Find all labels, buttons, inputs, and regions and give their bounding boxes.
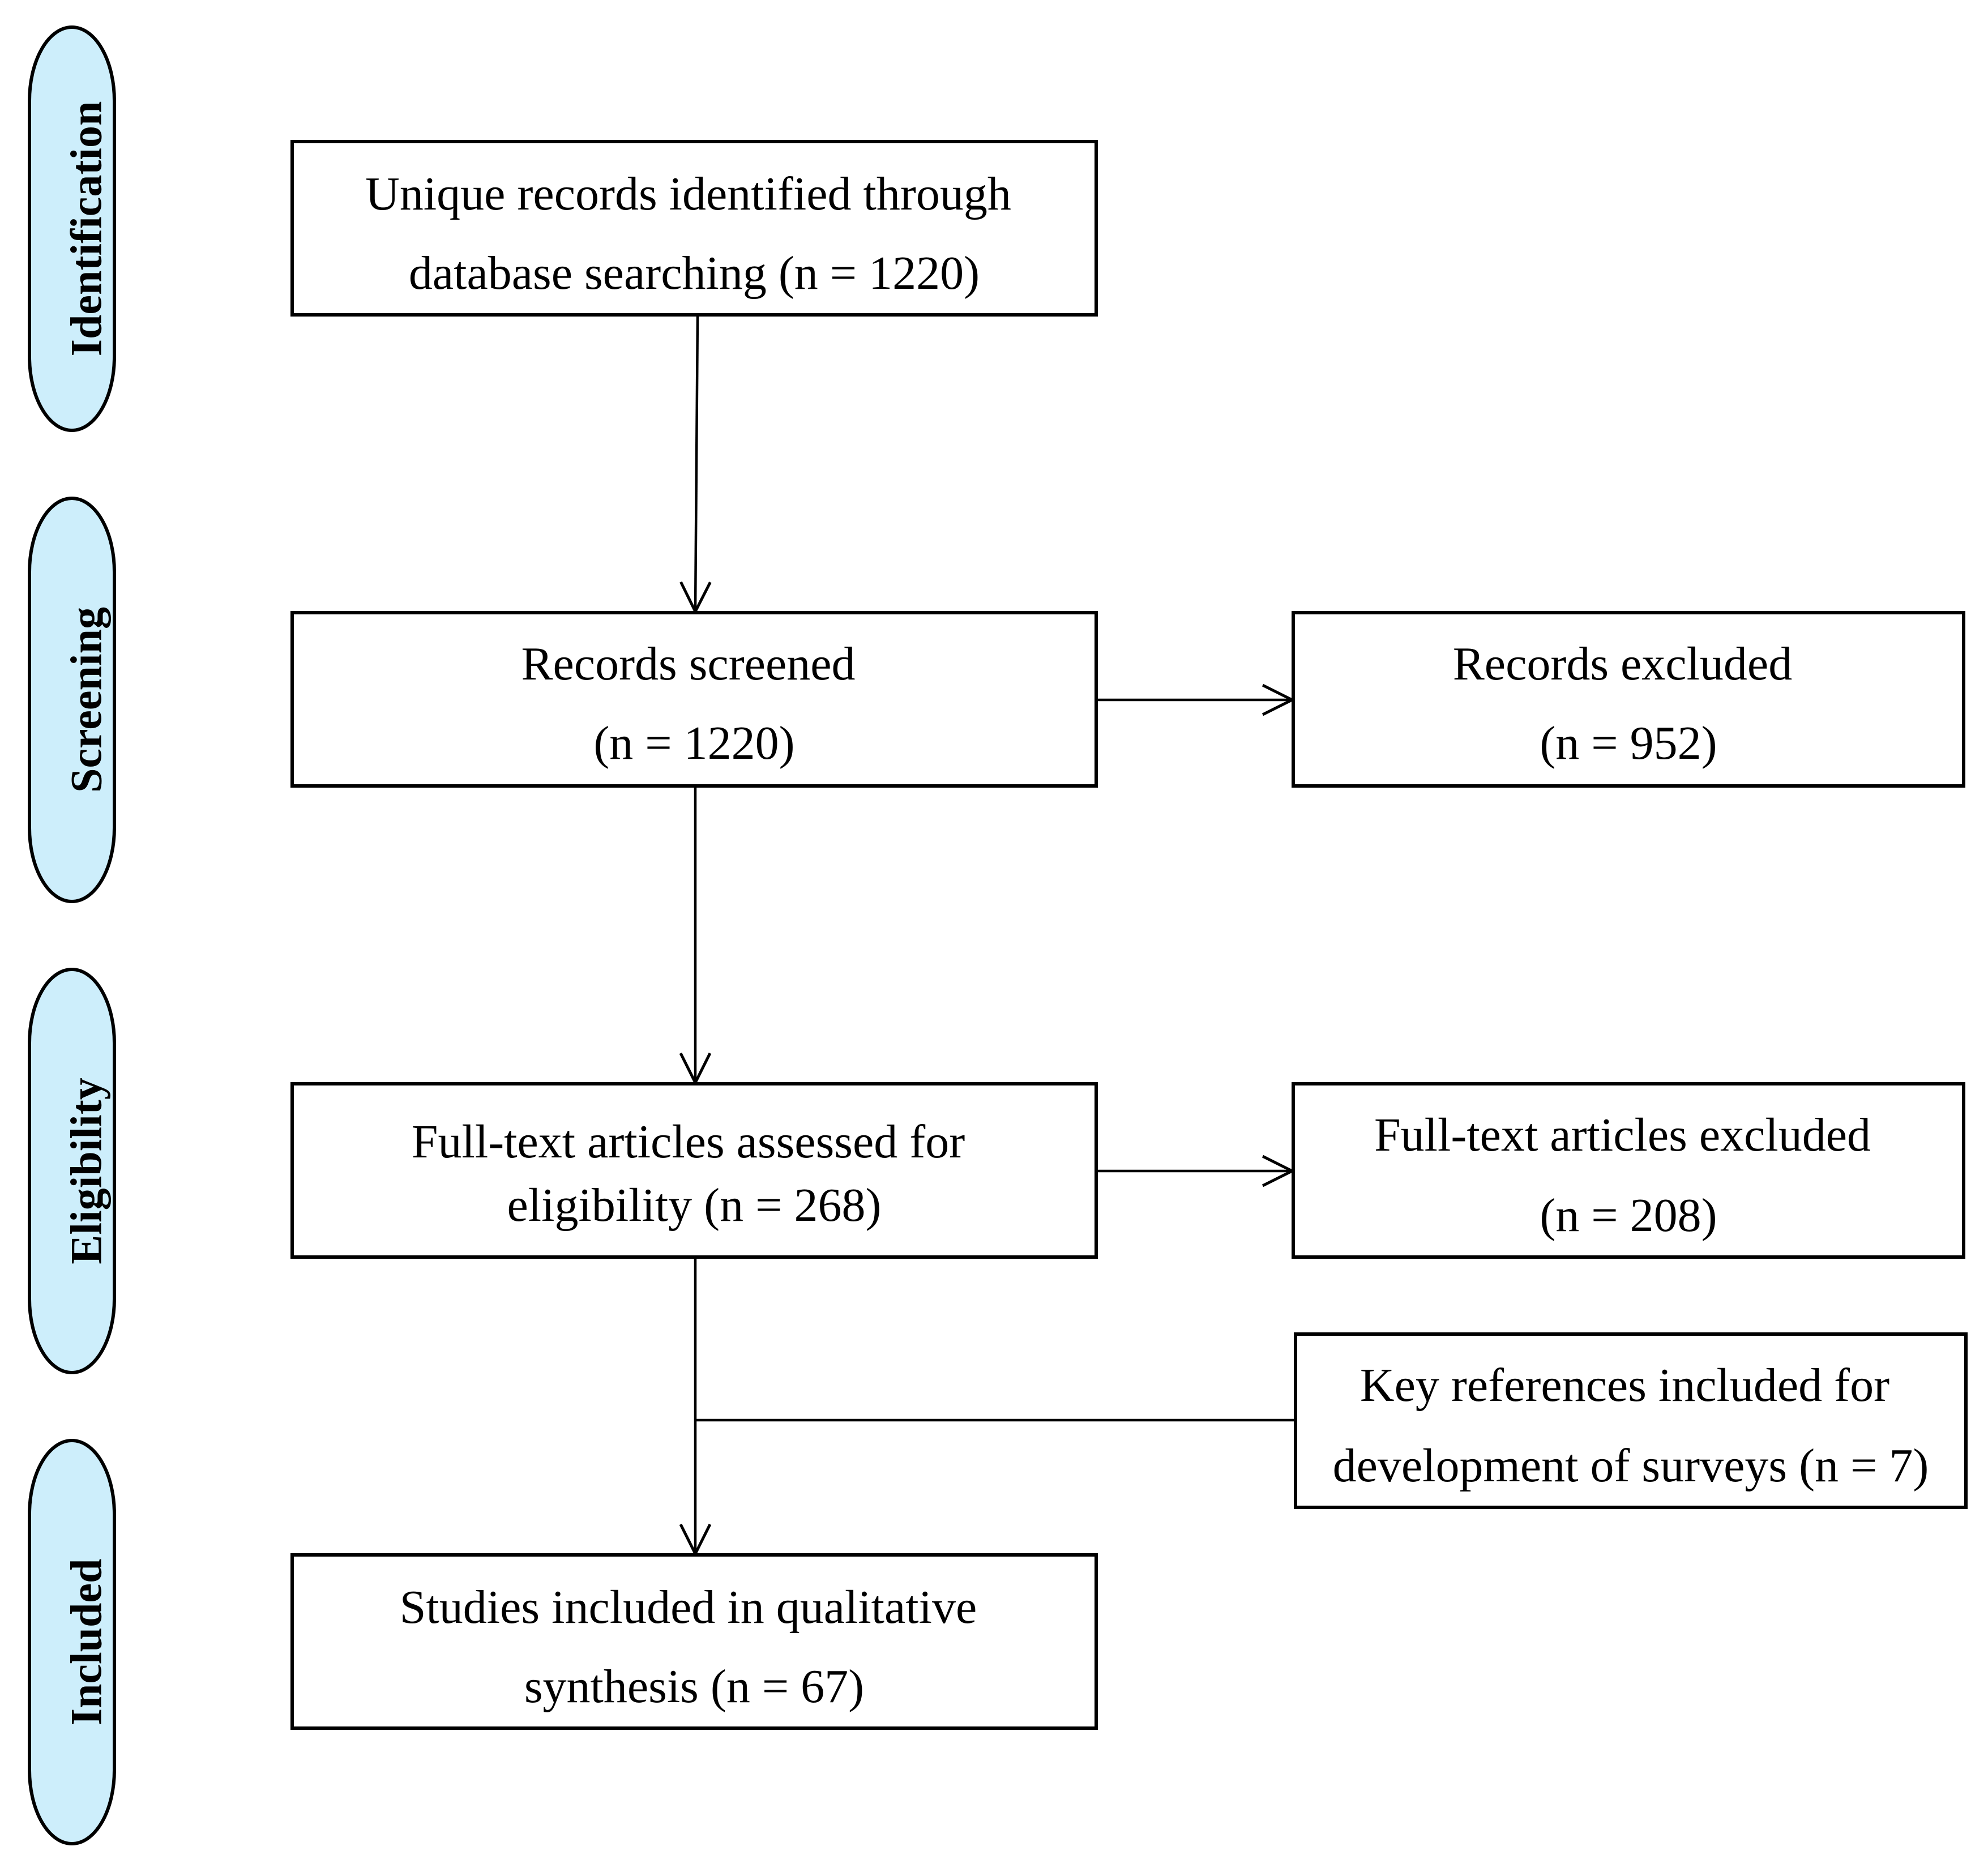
arrow-identified-to-screened (695, 315, 698, 612)
box-fulltext-assessed-line-2: eligibility (n = 268) (507, 1179, 882, 1232)
box-records-identified-line-2: database searching (n = 1220) (409, 247, 980, 300)
box-fulltext-assessed: Full-text articles assessed for eligibil… (290, 1082, 1098, 1259)
box-studies-included-text: Studies included in qualitative synthesi… (400, 1581, 989, 1713)
box-key-references: Key references included for development … (1294, 1332, 1968, 1509)
box-records-excluded-frame (1292, 611, 1965, 788)
box-records-identified-line-1: Unique records identified through (365, 168, 1011, 220)
box-records-excluded: Records excluded (n = 952) (1292, 611, 1965, 788)
box-key-references-line-2: development of surveys (n = 7) (1333, 1439, 1929, 1492)
phase-screening: Screening (28, 497, 116, 903)
phase-identification: Identification (28, 25, 116, 432)
box-studies-included-line-1: Studies included in qualitative (400, 1581, 977, 1634)
box-records-screened-text: Records screened (n = 1220) (521, 638, 867, 770)
phase-screening-pill (28, 497, 116, 903)
box-records-identified: Unique records identified through databa… (290, 140, 1098, 317)
box-records-screened-line-2: (n = 1220) (593, 717, 794, 770)
phase-included-pill (28, 1439, 116, 1845)
box-fulltext-assessed-frame (290, 1082, 1098, 1259)
box-fulltext-excluded-line-2: (n = 208) (1540, 1189, 1717, 1242)
box-records-excluded-text: Records excluded (n = 952) (1453, 638, 1804, 770)
box-records-excluded-line-2: (n = 952) (1540, 717, 1717, 770)
box-key-references-line-1: Key references included for (1360, 1359, 1889, 1412)
box-records-identified-frame (290, 140, 1098, 317)
phase-identification-label: Identification (62, 101, 111, 357)
box-records-screened: Records screened (n = 1220) (290, 611, 1098, 788)
box-fulltext-excluded: Full-text articles excluded (n = 208) (1292, 1082, 1965, 1259)
box-key-references-text: Key references included for development … (1333, 1359, 1929, 1492)
box-fulltext-assessed-line-1: Full-text articles assessed for (412, 1115, 965, 1168)
box-studies-included-line-2: synthesis (n = 67) (524, 1660, 864, 1713)
phase-screening-label: Screening (62, 607, 111, 793)
box-fulltext-excluded-text: Full-text articles excluded (n = 208) (1374, 1109, 1883, 1242)
phase-identification-pill (28, 25, 116, 432)
box-fulltext-assessed-text: Full-text articles assessed for eligibil… (412, 1115, 977, 1232)
phase-included: Included (28, 1439, 116, 1845)
box-records-excluded-line-1: Records excluded (1453, 638, 1792, 690)
box-records-screened-line-1: Records screened (521, 638, 855, 690)
phase-eligibility: Eligibility (28, 968, 116, 1374)
phase-eligibility-label: Eligibility (62, 1078, 111, 1264)
box-fulltext-excluded-line-1: Full-text articles excluded (1374, 1109, 1871, 1161)
box-studies-included: Studies included in qualitative synthesi… (290, 1553, 1098, 1730)
box-studies-included-frame (290, 1553, 1098, 1730)
box-key-references-frame (1294, 1332, 1968, 1509)
phase-eligibility-pill (28, 968, 116, 1374)
phase-included-label: Included (62, 1559, 111, 1726)
box-fulltext-excluded-frame (1292, 1082, 1965, 1259)
box-records-identified-text: Unique records identified through databa… (365, 168, 1023, 300)
box-records-screened-frame (290, 611, 1098, 788)
